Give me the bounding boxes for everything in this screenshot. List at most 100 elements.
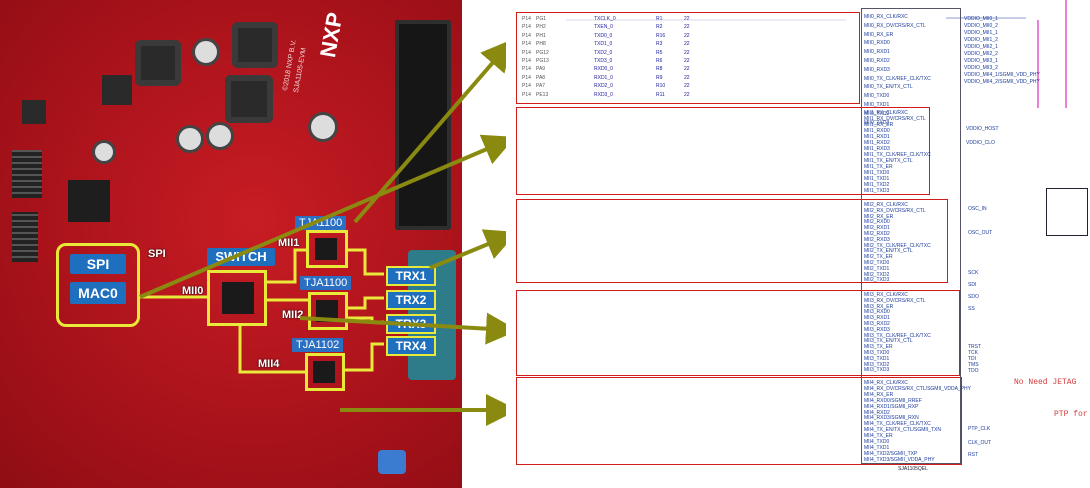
switch-highlight-box (207, 270, 267, 326)
ic-chip (68, 180, 110, 222)
resistor-ref: R16 (656, 32, 666, 39)
phy2-highlight-box (308, 292, 348, 330)
pin-name: MII3_RX_ER (864, 303, 894, 310)
right-net: VDDIO_MII4_2/SGMII_VDD_PHY (964, 79, 1040, 85)
inductor (225, 75, 273, 123)
pin-name: MII2_TX_CLK/REF_CLK/TXC (864, 242, 931, 249)
mii2-group-box (516, 199, 948, 283)
signal-net: RXD3_0 (594, 91, 613, 98)
board-connector (395, 20, 451, 230)
trx4-label: TRX4 (386, 336, 436, 356)
resistor-ref: R5 (656, 49, 663, 56)
trx1-label: TRX1 (386, 266, 436, 286)
right-net: SDI (968, 282, 977, 288)
signal-port: P14 (522, 66, 531, 73)
pin-name: MII3_TXD2 (864, 361, 890, 368)
pin-name: MII1_RXD3 (864, 146, 890, 152)
pin-name: MII1_TXD2 (864, 182, 890, 188)
signal-port: P14 (522, 24, 531, 31)
pin-name: MII4_RXD2 (864, 409, 890, 416)
pin-name: MII0_TXD0 (864, 93, 890, 100)
signal-net: TXD2_0 (594, 49, 613, 56)
pin-name: MII3_RX_DV/CRS/RX_CTL (864, 297, 926, 304)
pin-name: MII4_RXD3/SGMII_RXN (864, 415, 919, 422)
pin-name: MII3_TX_CLK/REF_CLK/TXC (864, 332, 931, 339)
signal-pin: PG1 (536, 16, 547, 22)
right-net: VDDIO_MII1_2 (964, 37, 998, 43)
pin-name: MII3_RXD0 (864, 309, 890, 316)
phy-tag-2: TJA1100 (300, 276, 352, 290)
signal-pin: PG12 (536, 49, 549, 56)
pin-name: MII3_RXD1 (864, 315, 890, 322)
inductor (135, 40, 181, 86)
signal-net: TXD3_0 (594, 58, 613, 64)
pin-name: MII4_TXD1 (864, 444, 890, 451)
pin-name: MII4_TXD2/SGMII_TXP (864, 450, 918, 457)
pin-name: MII4_TXD3/SGMII_VDDA_PHY (864, 456, 935, 463)
capacitor (176, 125, 204, 153)
pin-name: MII0_TX_EN/TX_CTL (864, 84, 913, 91)
signal-port: P14 (522, 16, 531, 22)
signal-port: P14 (522, 74, 531, 81)
pin-name: MII1_RXD0 (864, 128, 890, 134)
resistor-ref: R6 (656, 58, 663, 64)
phy3-highlight-box (305, 353, 345, 391)
pin-name: MII3_RXD2 (864, 321, 890, 327)
pin-name: MII1_RX_DV/CRS/RX_CTL (864, 116, 926, 122)
pin-name: MII2_RX_DV/CRS/RX_CTL (864, 207, 926, 214)
capacitor (92, 140, 116, 164)
inductor (232, 22, 278, 68)
right-net: SCK (968, 270, 979, 276)
pin-name: MII3_TXD0 (864, 350, 890, 356)
chip-ref-label: SJA1105QEL (898, 466, 928, 472)
phy1-chip (315, 238, 337, 260)
right-net: SDO (968, 294, 979, 300)
mii4-label: MII4 (258, 358, 280, 370)
capacitor (206, 122, 234, 150)
signal-net: TXD1_0 (594, 41, 613, 48)
connection-lines (140, 248, 384, 374)
right-net: SS (968, 306, 975, 312)
right-net: RST (968, 452, 978, 458)
pin-name: MII1_TXD3 (864, 188, 890, 194)
right-net: VDDIO_MII2_2 (964, 51, 998, 57)
capacitor (192, 38, 220, 66)
signal-port: P14 (522, 91, 531, 98)
pin-name: MII1_TXD1 (864, 176, 890, 182)
signal-port: P14 (522, 58, 531, 64)
pin-name: MII1_RX_ER (864, 122, 894, 128)
pin-name: MII4_RXD1/SGMII_RXP (864, 403, 919, 410)
mii3-group-box (516, 290, 960, 376)
right-net: VDDIO_MII1_1 (964, 30, 998, 36)
button (378, 450, 406, 474)
resistor-value: 22 (684, 32, 690, 39)
pin-name: MII2_RXD0 (864, 219, 890, 226)
resistor-value: 22 (684, 49, 690, 56)
capacitor (308, 112, 338, 142)
resistor-value: 22 (684, 74, 690, 81)
signal-port: P14 (522, 83, 531, 90)
pin-name: MII0_RXD2 (864, 58, 890, 64)
pin-name: MII4_RX_CLK/RXC (864, 380, 908, 386)
mii2-label: MII2 (282, 309, 304, 321)
resistor-ref: R2 (656, 24, 663, 31)
resistor-value: 22 (684, 91, 690, 98)
signal-port: P14 (522, 41, 531, 48)
pin-name: MII4_TX_ER (864, 433, 893, 440)
pin-name: MII2_TXD2 (864, 271, 890, 278)
pin-name: MII2_RXD2 (864, 231, 890, 237)
switch-chip (222, 282, 254, 314)
resistor-ref: R3 (656, 41, 663, 48)
resistor-value: 22 (684, 66, 690, 73)
pin-name: MII2_RXD3 (864, 236, 890, 243)
right-net: VDDIO_MII0_2 (964, 23, 998, 29)
signal-pin: PA9 (536, 66, 546, 73)
pin-name: MII1_TX_ER (864, 164, 893, 170)
signal-pin: PA7 (536, 83, 546, 90)
right-net: TDI (968, 356, 977, 362)
phy1-highlight-box (306, 230, 348, 268)
resistor-value: 22 (684, 58, 690, 64)
spi-label: SPI (70, 254, 126, 274)
resistor-ref: R1 (656, 16, 663, 22)
right-net: CLK_OUT (968, 440, 992, 446)
